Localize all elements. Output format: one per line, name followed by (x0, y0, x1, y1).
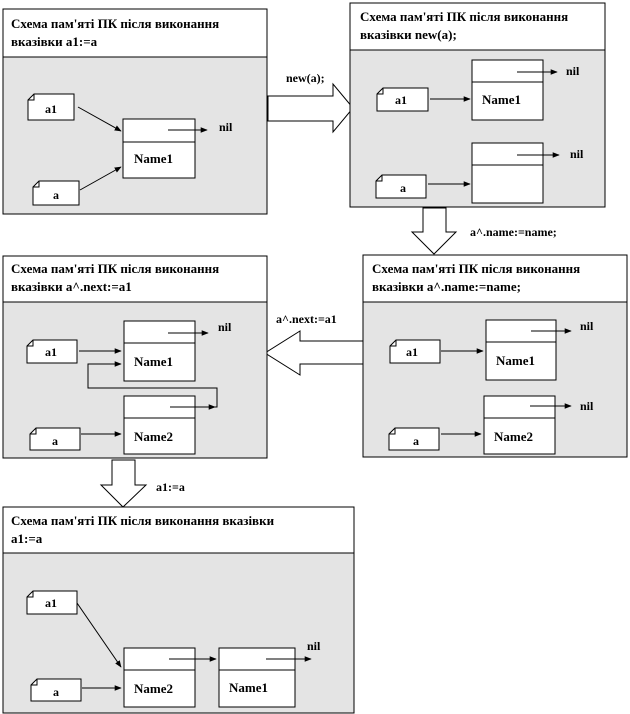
node-name2: Name2 (483, 395, 556, 455)
node-name2-label: Name2 (134, 681, 173, 696)
panel-1-title-line2: вказівки a1:=a (11, 34, 98, 49)
transition-arrow-4: a1:=a (99, 459, 185, 508)
node-new (471, 142, 544, 204)
nil-label: nil (218, 320, 232, 334)
node-name1: Name1 (218, 647, 296, 708)
panel-2-header (349, 2, 606, 51)
node-name1: Name1 (471, 59, 544, 121)
panel-1-title-line1: Схема пам'яті ПК після виконання (11, 16, 219, 31)
pointer-a-label: a (53, 685, 59, 699)
nil-label: nil (580, 399, 594, 413)
transition-label-3: a^.next:=a1 (276, 312, 337, 326)
pointer-a1-label: a1 (45, 596, 57, 610)
panel-3-title-line2: вказівки a^.next:=a1 (11, 279, 132, 294)
panel-1: Схема пам'яті ПК після виконання вказівк… (2, 8, 268, 215)
node-name1-label: Name1 (134, 151, 173, 166)
panel-5: Схема пам'яті ПК після виконання вказівк… (2, 506, 355, 714)
panel-4-title-line1: Схема пам'яті ПК після виконання (372, 261, 580, 276)
nil-label: nil (566, 64, 580, 78)
panel-4-header (362, 254, 628, 303)
pointer-a-label: a (52, 434, 58, 448)
pointer-a-label: a (413, 434, 419, 448)
transition-label-2: a^.name:=name; (470, 225, 557, 239)
pointer-a1-label: a1 (45, 345, 57, 359)
nil-label: nil (580, 319, 594, 333)
pointer-a1: a1 (27, 93, 75, 121)
node-name1: Name1 (122, 118, 196, 179)
transition-arrow-3: a^.next:=a1 (264, 312, 364, 376)
pointer-a1-label: a1 (395, 93, 407, 107)
panel-2: Схема пам'яті ПК після виконання вказівк… (349, 2, 606, 208)
transition-arrow-1: new(a); (267, 71, 354, 134)
node-name1: Name1 (123, 320, 196, 382)
pointer-a1: a1 (389, 339, 441, 364)
transition-label-1: new(a); (286, 71, 325, 85)
node-name1-label: Name1 (496, 353, 535, 368)
nil-label: nil (570, 147, 584, 161)
node-name1-label: Name1 (229, 680, 268, 695)
node-name1-label: Name1 (134, 354, 173, 369)
panel-3-header (2, 255, 268, 303)
pointer-a: a (32, 180, 80, 206)
nil-label: nil (307, 639, 321, 653)
node-name2-label: Name2 (494, 429, 533, 444)
panel-3-title-line1: Схема пам'яті ПК після виконання (11, 261, 219, 276)
transition-arrow-2: a^.name:=name; (410, 207, 557, 255)
node-name1-label: Name1 (482, 92, 521, 107)
panel-4: Схема пам'яті ПК після виконання вказівк… (362, 254, 628, 458)
panel-5-header (2, 506, 355, 554)
pointer-a: a (30, 678, 82, 702)
panel-2-title-line1: Схема пам'яті ПК після виконання (360, 9, 568, 24)
transition-label-4: a1:=a (156, 480, 185, 494)
node-name2: Name2 (123, 395, 196, 455)
pointer-a1-label: a1 (45, 102, 57, 116)
node-name2-label: Name2 (134, 429, 173, 444)
pointer-a1: a1 (376, 87, 429, 112)
pointer-a1: a1 (26, 590, 78, 615)
panel-2-title-line2: вказівки new(a); (360, 27, 457, 42)
node-name2: Name2 (123, 647, 196, 708)
node-name1: Name1 (485, 319, 557, 381)
panel-5-title-line2: a1:=a (11, 531, 43, 546)
pointer-a: a (375, 174, 427, 199)
panel-1-header (2, 8, 268, 58)
panel-5-title-line1: Схема пам'яті ПК після виконання вказівк… (11, 513, 275, 528)
pointer-a: a (29, 427, 81, 451)
panel-4-title-line2: вказівки a^.name:=name; (372, 279, 521, 294)
pointer-a1: a1 (26, 339, 78, 364)
nil-label: nil (219, 120, 233, 134)
pointer-a1-label: a1 (406, 345, 418, 359)
pointer-a-label: a (400, 181, 406, 195)
pointer-a-label: a (53, 188, 59, 202)
panel-3: Схема пам'яті ПК після виконання вказівк… (2, 255, 268, 459)
pointer-a: a (388, 427, 440, 451)
